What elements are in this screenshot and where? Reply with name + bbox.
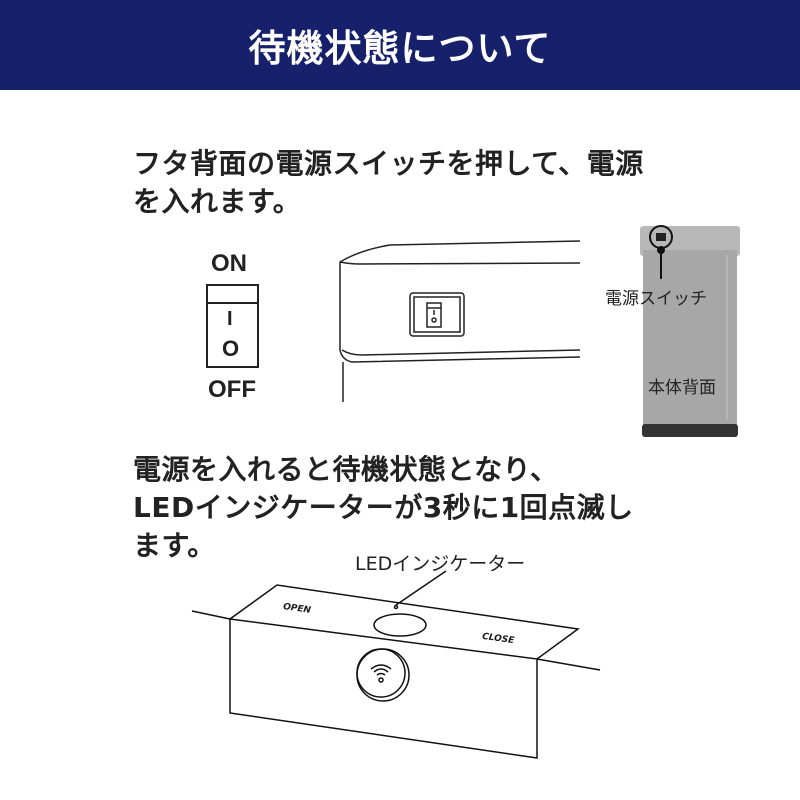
rocker-switch-icon (206, 284, 259, 368)
lid-top-drawing (191, 570, 601, 759)
trash-bin-photo (640, 225, 740, 437)
step2-line2: LEDインジケーターが3秒に1回点滅し (133, 491, 634, 524)
step2-line1: 電源を入れると待機状態となり、 (133, 453, 559, 486)
switch-on-label: ON (211, 250, 247, 277)
switch-off-label: OFF (208, 376, 256, 403)
step2-line3: ます。 (133, 529, 216, 562)
led-indicator-label: LEDインジケーター (355, 553, 526, 575)
header-banner: 待機状態について (0, 0, 800, 90)
sensor-wifi-icon (370, 664, 392, 683)
step1-line2: を入れます。 (133, 185, 302, 218)
power-switch-label: 電源スイッチ (605, 289, 707, 309)
step2-text: 電源を入れると待機状態となり、 LEDインジケーターが3秒に1回点滅し ます。 (133, 451, 634, 565)
step1-text: フタ背面の電源スイッチを押して、電源 を入れます。 (133, 145, 644, 221)
page-title: 待機状態について (248, 27, 552, 70)
step1-line1: フタ背面の電源スイッチを押して、電源 (133, 147, 644, 180)
lid-side-drawing (339, 240, 581, 402)
switch-on-symbol: I (227, 308, 233, 330)
switch-off-symbol: O (222, 336, 240, 361)
bin-back-label: 本体背面 (648, 378, 716, 398)
